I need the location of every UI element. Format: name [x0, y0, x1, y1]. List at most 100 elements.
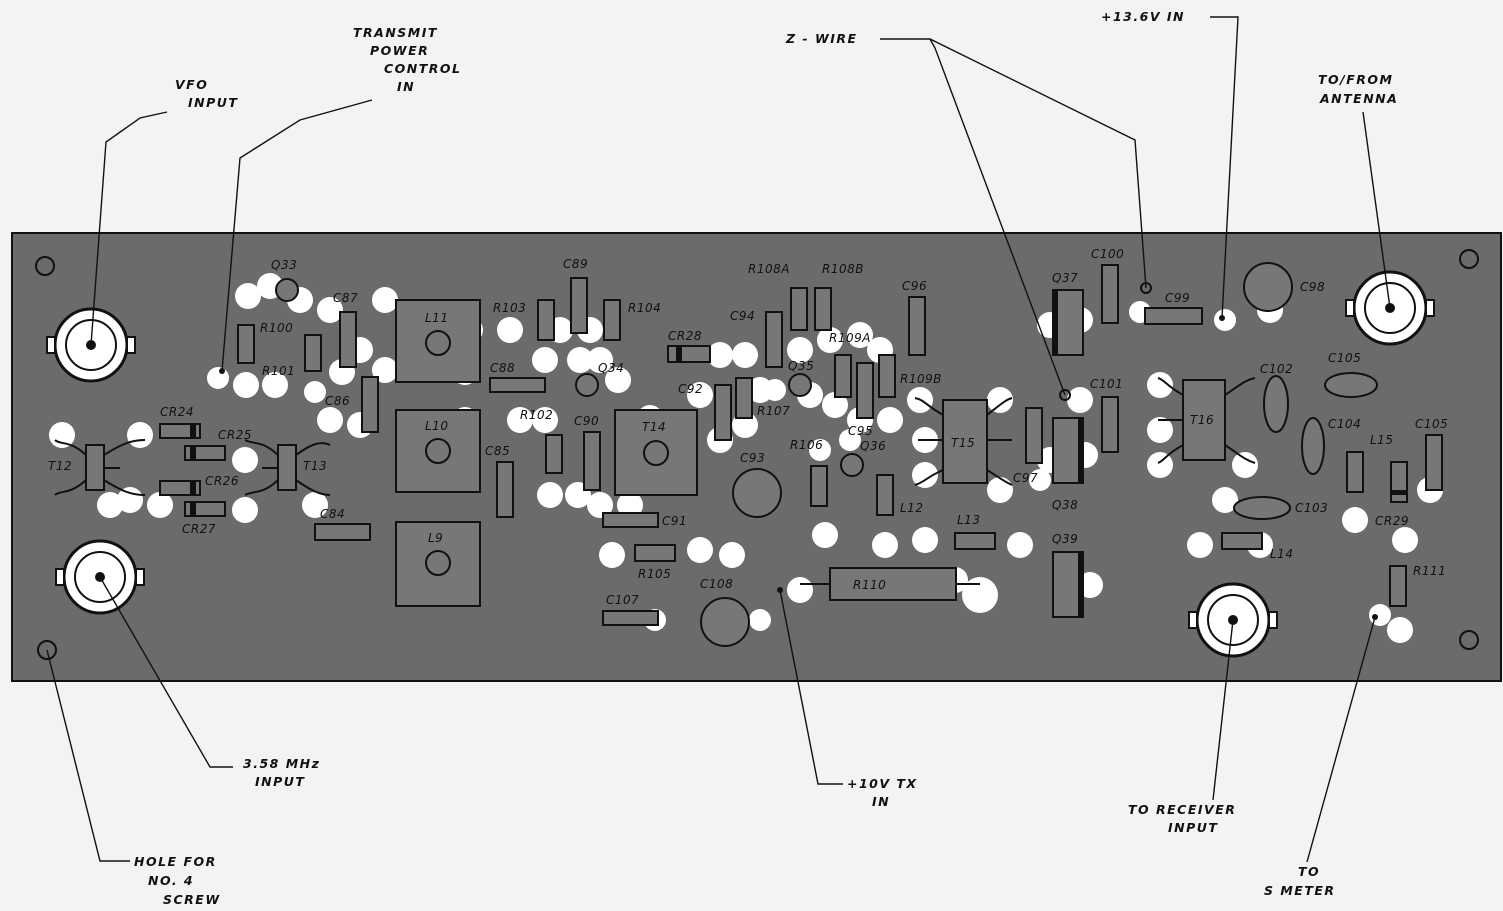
capacitor-c92 [714, 384, 732, 441]
label-cr26: CR26 [205, 474, 239, 488]
callout-z-wire-line1: Z - WIRE [785, 31, 858, 46]
label-c92: C92 [678, 382, 703, 396]
label-q35: Q35 [788, 359, 814, 373]
resistor-r109a [834, 354, 852, 398]
label-q39: Q39 [1052, 532, 1078, 546]
callout-hole: HOLE FOR NO. 4 SCREW [134, 854, 219, 907]
callout-s-meter-line1: TO [1298, 864, 1320, 879]
label-t14: T14 [642, 420, 666, 434]
callout-z-wire: Z - WIRE [785, 31, 858, 46]
inductor-l13 [954, 532, 996, 550]
label-c88: C88 [490, 361, 515, 375]
label-c102: C102 [1260, 362, 1293, 376]
callout-s-meter-line2: S METER [1264, 883, 1336, 898]
capacitor-c104 [1301, 417, 1325, 475]
callout-10v-tx-line2: IN [872, 794, 890, 809]
transistor-q36 [840, 453, 864, 477]
resistor-r109b [878, 354, 896, 398]
label-q37: Q37 [1052, 271, 1078, 285]
label-t13: T13 [303, 459, 327, 473]
callout-antenna-line2: ANTENNA [1319, 91, 1398, 106]
label-r105: R105 [638, 567, 671, 581]
label-l10: L10 [425, 419, 448, 433]
callout-transmit-power-line3: CONTROL [384, 61, 462, 76]
capacitor-c98 [1243, 262, 1293, 312]
capacitor-c96 [908, 296, 926, 356]
capacitor-c101 [1101, 396, 1119, 453]
label-c97: C97 [1013, 471, 1038, 485]
capacitor-c85 [496, 461, 514, 518]
label-l15: L15 [1370, 433, 1393, 447]
diode-cr29 [1390, 461, 1408, 503]
inductor-l15 [1346, 451, 1364, 493]
label-c105-b: C105 [1415, 417, 1448, 431]
components [54, 262, 1443, 647]
transistor-q34 [575, 373, 599, 397]
label-c84: C84 [320, 507, 345, 521]
resistor-r101 [304, 334, 322, 372]
capacitor-c99 [1144, 307, 1203, 325]
resistor-r107 [735, 377, 753, 419]
resistor-r108b [814, 287, 832, 331]
inductor-l11 [395, 299, 481, 383]
label-cr27: CR27 [182, 522, 216, 536]
resistor-r104 [603, 299, 621, 341]
label-cr25: CR25 [218, 428, 252, 442]
label-c103: C103 [1295, 501, 1328, 515]
label-t12: T12 [48, 459, 72, 473]
resistor-r111 [1389, 565, 1407, 607]
capacitor-c100 [1101, 264, 1119, 324]
callout-receiver-input-line2: INPUT [1168, 820, 1218, 835]
transformer-t15 [942, 399, 988, 484]
callout-receiver-input: TO RECEIVER INPUT [1128, 802, 1236, 835]
callout-vfo-input-line2: INPUT [188, 95, 238, 110]
label-c91: C91 [662, 514, 687, 528]
label-q36: Q36 [860, 439, 886, 453]
label-c94: C94 [730, 309, 755, 323]
label-q34: Q34 [598, 361, 624, 375]
label-c87: C87 [333, 291, 358, 305]
label-c105-a: C105 [1328, 351, 1361, 365]
transistor-q35 [788, 373, 812, 397]
label-r102: R102 [520, 408, 553, 422]
callout-leaders [46, 16, 1391, 863]
label-c107: C107 [606, 593, 639, 607]
label-c95: C95 [848, 424, 873, 438]
callout-13v-in: +13.6V IN [1101, 9, 1185, 24]
callout-358-input-line2: INPUT [255, 774, 305, 789]
label-l11: L11 [425, 311, 448, 325]
label-c100: C100 [1091, 247, 1124, 261]
label-c101: C101 [1090, 377, 1123, 391]
callout-10v-tx: +10V TX IN [847, 776, 916, 809]
inductor-l9 [395, 521, 481, 607]
callout-receiver-input-line1: TO RECEIVER [1128, 802, 1236, 817]
resistor-r103 [537, 299, 555, 341]
label-c108: C108 [700, 577, 733, 591]
callout-transmit-power-line4: IN [397, 79, 415, 94]
component-labels: Q33 C87 R100 R101 C86 L11 L10 L9 C89 R10… [48, 247, 1448, 607]
label-r109a: R109A [829, 331, 871, 345]
resistor-r108a [790, 287, 808, 331]
capacitor-c84 [314, 523, 371, 541]
capacitor-c93 [732, 468, 782, 518]
resistor-r106 [810, 465, 828, 507]
label-c85: C85 [485, 444, 510, 458]
callout-transmit-power-line1: TRANSMIT [353, 25, 438, 40]
capacitor-c90 [583, 431, 601, 491]
label-r101: R101 [262, 364, 295, 378]
capacitor-c103 [1233, 496, 1291, 520]
callout-transmit-power: TRANSMIT POWER CONTROL IN [353, 25, 462, 94]
label-r100: R100 [260, 321, 293, 335]
mounting-hole [1459, 249, 1479, 269]
label-c96: C96 [902, 279, 927, 293]
capacitor-c102 [1263, 375, 1289, 433]
label-cr24: CR24 [160, 405, 194, 419]
callout-antenna-line1: TO/FROM [1318, 72, 1393, 87]
callout-13v-in-line1: +13.6V IN [1101, 9, 1185, 24]
callout-vfo-input-line1: VFO [175, 77, 208, 92]
capacitor-c105-b [1425, 434, 1443, 491]
label-l9: L9 [428, 531, 443, 545]
resistor-r102 [545, 434, 563, 474]
capacitor-c87 [339, 311, 357, 368]
label-r111: R111 [1413, 564, 1446, 578]
